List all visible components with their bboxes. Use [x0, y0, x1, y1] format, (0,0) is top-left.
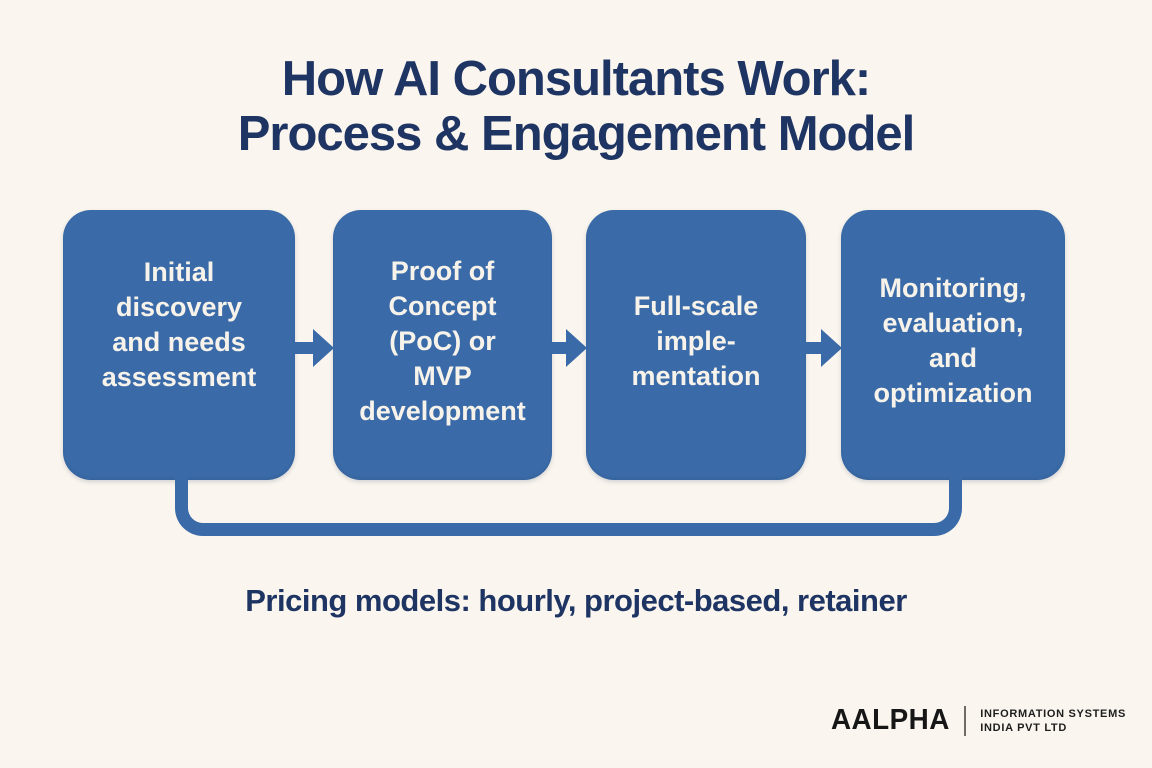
brand-tagline: INFORMATION SYSTEMS INDIA PVT LTD [980, 708, 1126, 734]
arrow-right-icon [294, 329, 334, 367]
flow-step-initial-discovery: Initial discovery and needs assessment [63, 210, 295, 480]
brand-logo: AALPHA INFORMATION SYSTEMS INDIA PVT LTD [826, 704, 1126, 737]
step-label: Full-scale imple- mentation [631, 290, 761, 391]
arrow-right-icon [551, 329, 587, 367]
step-label: Proof of Concept (PoC) or MVP developmen… [359, 255, 526, 426]
brand-tagline-line1: INFORMATION SYSTEMS [980, 707, 1126, 720]
step-label: Initial discovery and needs assessment [101, 257, 257, 392]
flow-step-poc-mvp: Proof of Concept (PoC) or MVP developmen… [333, 210, 552, 480]
step-label: Monitoring, evaluation, and optimization [873, 273, 1033, 408]
brand-name: AALPHA [831, 704, 951, 736]
pricing-note: Pricing models: hourly, project-based, r… [245, 583, 907, 618]
logo-divider [964, 705, 967, 736]
arrow-right-icon [805, 329, 842, 367]
feedback-loop-connector [175, 474, 962, 536]
page-title: How AI Consultants Work: Process & Engag… [237, 52, 916, 161]
flow-step-implementation: Full-scale imple- mentation [586, 210, 806, 480]
flow-step-monitoring: Monitoring, evaluation, and optimization [841, 210, 1065, 480]
brand-tagline-line2: INDIA PVT LTD [980, 721, 1067, 734]
